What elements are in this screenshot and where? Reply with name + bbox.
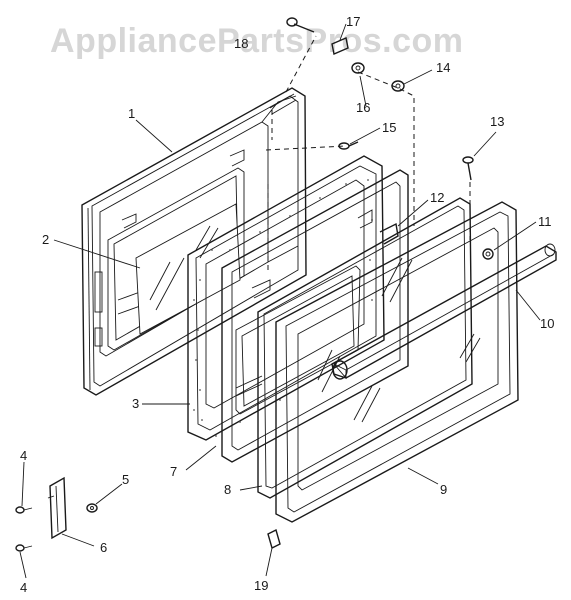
part-17-clip <box>331 37 349 55</box>
callout-17: 17 <box>346 14 360 29</box>
callout-18: 18 <box>234 36 248 51</box>
part-6-hinge <box>47 476 67 540</box>
callout-13: 13 <box>490 114 504 129</box>
callout-7: 7 <box>170 464 177 479</box>
callout-16: 16 <box>356 100 370 115</box>
callout-2: 2 <box>42 232 49 247</box>
callout-6: 6 <box>100 540 107 555</box>
callout-19: 19 <box>254 578 268 593</box>
part-11-spacer <box>482 248 494 260</box>
callout-3: 3 <box>132 396 139 411</box>
part-15-screw <box>338 141 359 150</box>
callout-4-bottom: 4 <box>20 580 27 595</box>
part-7-door-panel <box>221 169 409 463</box>
part-13-screw <box>462 156 474 181</box>
part-18-screw <box>286 17 315 33</box>
part-4-screw-top <box>15 506 33 514</box>
leader-lines <box>19 23 541 579</box>
callout-4-top: 4 <box>20 448 27 463</box>
callout-10: 10 <box>540 316 554 331</box>
part-12-bracket <box>379 222 399 245</box>
part-4-screw-bottom <box>15 544 33 552</box>
part-9-outer-door <box>275 201 519 523</box>
callout-9: 9 <box>440 482 447 497</box>
callout-12: 12 <box>430 190 444 205</box>
callout-8: 8 <box>224 482 231 497</box>
callout-labels: 1 2 3 4 4 5 6 7 8 9 10 11 12 13 14 15 16… <box>20 14 554 595</box>
part-19-pin <box>267 528 281 550</box>
watermark-text: AppliancePartsPros.com <box>50 22 463 60</box>
callout-15: 15 <box>382 120 396 135</box>
callout-14: 14 <box>436 60 450 75</box>
part-5-washer <box>86 503 98 513</box>
callout-11: 11 <box>538 214 552 229</box>
part-8-glass-seal <box>257 197 473 499</box>
part-10-handle <box>331 243 557 380</box>
part-16-nut <box>351 62 365 74</box>
callout-5: 5 <box>122 472 129 487</box>
assembly-lines <box>265 35 471 270</box>
part-3-insulation <box>187 155 385 441</box>
callout-1: 1 <box>128 106 135 121</box>
